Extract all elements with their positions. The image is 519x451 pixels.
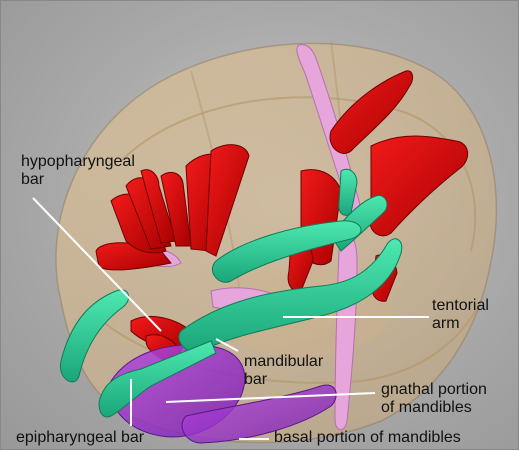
label-epipharyngeal-bar: epipharyngeal bar: [16, 429, 144, 447]
label-gnathal-portion: gnathal portion of mandibles: [381, 381, 487, 417]
label-hypopharyngeal-bar: hypopharyngeal bar: [21, 153, 135, 189]
label-mandibular-bar: mandibular bar: [244, 353, 323, 389]
label-basal-portion: basal portion of mandibles: [274, 429, 461, 447]
label-tentorial-arm: tentorial arm: [432, 297, 489, 333]
